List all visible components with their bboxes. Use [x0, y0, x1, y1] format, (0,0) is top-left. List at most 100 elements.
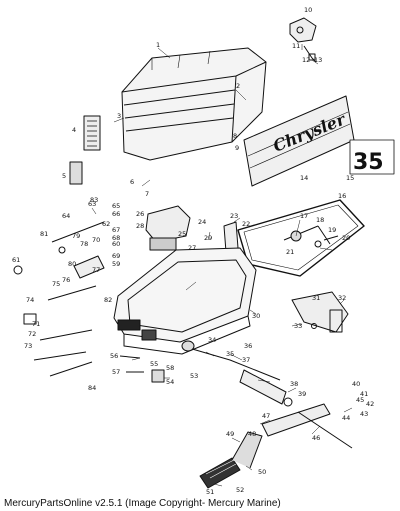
callout-35: 35	[226, 350, 234, 358]
callout-32: 32	[338, 294, 346, 302]
callout-64: 64	[62, 212, 70, 220]
callout-10: 10	[304, 6, 312, 14]
callout-2: 2	[236, 82, 240, 90]
vent-grille-part[interactable]	[83, 115, 101, 151]
tiller-shaft-part[interactable]	[261, 403, 353, 449]
callout-79: 79	[72, 232, 80, 240]
callout-15: 15	[346, 174, 354, 182]
callout-1: 1	[156, 41, 160, 49]
callout-12: 12	[302, 56, 310, 64]
callout-69: 69	[112, 252, 120, 260]
callout-17: 17	[300, 212, 308, 220]
callout-49: 49	[226, 430, 234, 438]
callout-39: 39	[298, 390, 306, 398]
callout-75: 75	[52, 280, 60, 288]
callout-81: 81	[40, 230, 48, 238]
callout-41: 41	[360, 390, 368, 398]
model-number-text: 35	[353, 150, 384, 175]
callout-19: 19	[328, 226, 336, 234]
callout-34: 34	[208, 336, 216, 344]
callout-21: 21	[286, 248, 294, 256]
callout-28: 28	[136, 222, 144, 230]
model-35-decal[interactable]	[349, 139, 395, 175]
callout-84: 84	[88, 384, 96, 392]
callout-33: 33	[294, 322, 302, 330]
throttle-tube-part[interactable]	[239, 369, 293, 407]
callout-29: 29	[204, 234, 212, 242]
callout-31: 31	[312, 294, 320, 302]
callout-42: 42	[366, 400, 374, 408]
callout-46: 46	[312, 434, 320, 442]
latch-assembly-part[interactable]	[289, 17, 317, 63]
callout-54: 54	[166, 378, 174, 386]
callout-76: 76	[62, 276, 70, 284]
shift-linkage-part[interactable]	[13, 221, 105, 377]
callout-60: 60	[112, 240, 120, 248]
callout-77: 77	[92, 266, 100, 274]
callout-72: 72	[28, 330, 36, 338]
tiller-arm-part[interactable]	[231, 431, 263, 469]
callout-9: 9	[235, 144, 239, 152]
callout-51: 51	[206, 488, 214, 496]
mount-screws-part[interactable]	[119, 355, 165, 383]
callout-65: 65	[112, 202, 120, 210]
tiller-bracket-part[interactable]	[291, 291, 349, 333]
callout-30: 30	[252, 312, 260, 320]
callout-6: 6	[130, 178, 134, 186]
callout-47: 47	[262, 412, 270, 420]
callout-83: 83	[90, 196, 98, 204]
callout-68: 68	[112, 234, 120, 242]
callout-61: 61	[12, 256, 20, 264]
throttle-grip-part[interactable]	[199, 457, 241, 489]
callout-56: 56	[110, 352, 118, 360]
engine-cover-part[interactable]	[121, 47, 267, 161]
callout-38: 38	[290, 380, 298, 388]
callout-78: 78	[80, 240, 88, 248]
callout-18: 18	[316, 216, 324, 224]
callout-22: 22	[242, 220, 250, 228]
callout-7: 7	[145, 190, 149, 198]
callout-45: 45	[356, 396, 364, 404]
callout-62: 62	[102, 220, 110, 228]
callout-27: 27	[188, 244, 196, 252]
chrysler-decal-panel[interactable]	[243, 95, 355, 187]
callout-labels: 1 2 3 4 5 6 7 8 9 10 11 12 13 14 15 16 1…	[12, 6, 374, 496]
callout-23: 23	[230, 212, 238, 220]
callout-74: 74	[26, 296, 34, 304]
callout-11: 11	[292, 42, 300, 50]
callout-63: 63	[88, 200, 96, 208]
callout-82: 82	[104, 296, 112, 304]
callout-73: 73	[24, 342, 32, 350]
callout-16: 16	[338, 192, 346, 200]
callout-43: 43	[360, 410, 368, 418]
lower-cowl-part[interactable]	[113, 247, 257, 355]
callout-8: 8	[233, 132, 237, 140]
control-box-part[interactable]	[145, 205, 191, 251]
callout-52: 52	[236, 486, 244, 494]
callout-24: 24	[198, 218, 206, 226]
callout-55: 55	[150, 360, 158, 368]
callout-48: 48	[248, 430, 256, 438]
callout-57: 57	[112, 368, 120, 376]
callout-67: 67	[112, 226, 120, 234]
bracket-part[interactable]	[223, 221, 239, 253]
callout-13: 13	[314, 56, 322, 64]
callout-14: 14	[300, 174, 308, 182]
callout-59: 59	[112, 260, 120, 268]
callout-4: 4	[72, 126, 76, 134]
throttle-rod-part[interactable]	[181, 340, 281, 381]
callout-53: 53	[190, 372, 198, 380]
callout-70: 70	[92, 236, 100, 244]
callout-71: 71	[32, 320, 40, 328]
decal-insert-part[interactable]	[69, 161, 83, 185]
callout-66: 66	[112, 210, 120, 218]
callout-20: 20	[342, 234, 350, 242]
image-copyright-caption: MercuryPartsOnline v2.5.1 (Image Copyrig…	[4, 498, 281, 509]
callout-25: 25	[178, 230, 186, 238]
callout-58: 58	[166, 364, 174, 372]
callout-40: 40	[352, 380, 360, 388]
callout-80: 80	[68, 260, 76, 268]
callout-50: 50	[258, 468, 266, 476]
callout-37: 37	[242, 356, 250, 364]
